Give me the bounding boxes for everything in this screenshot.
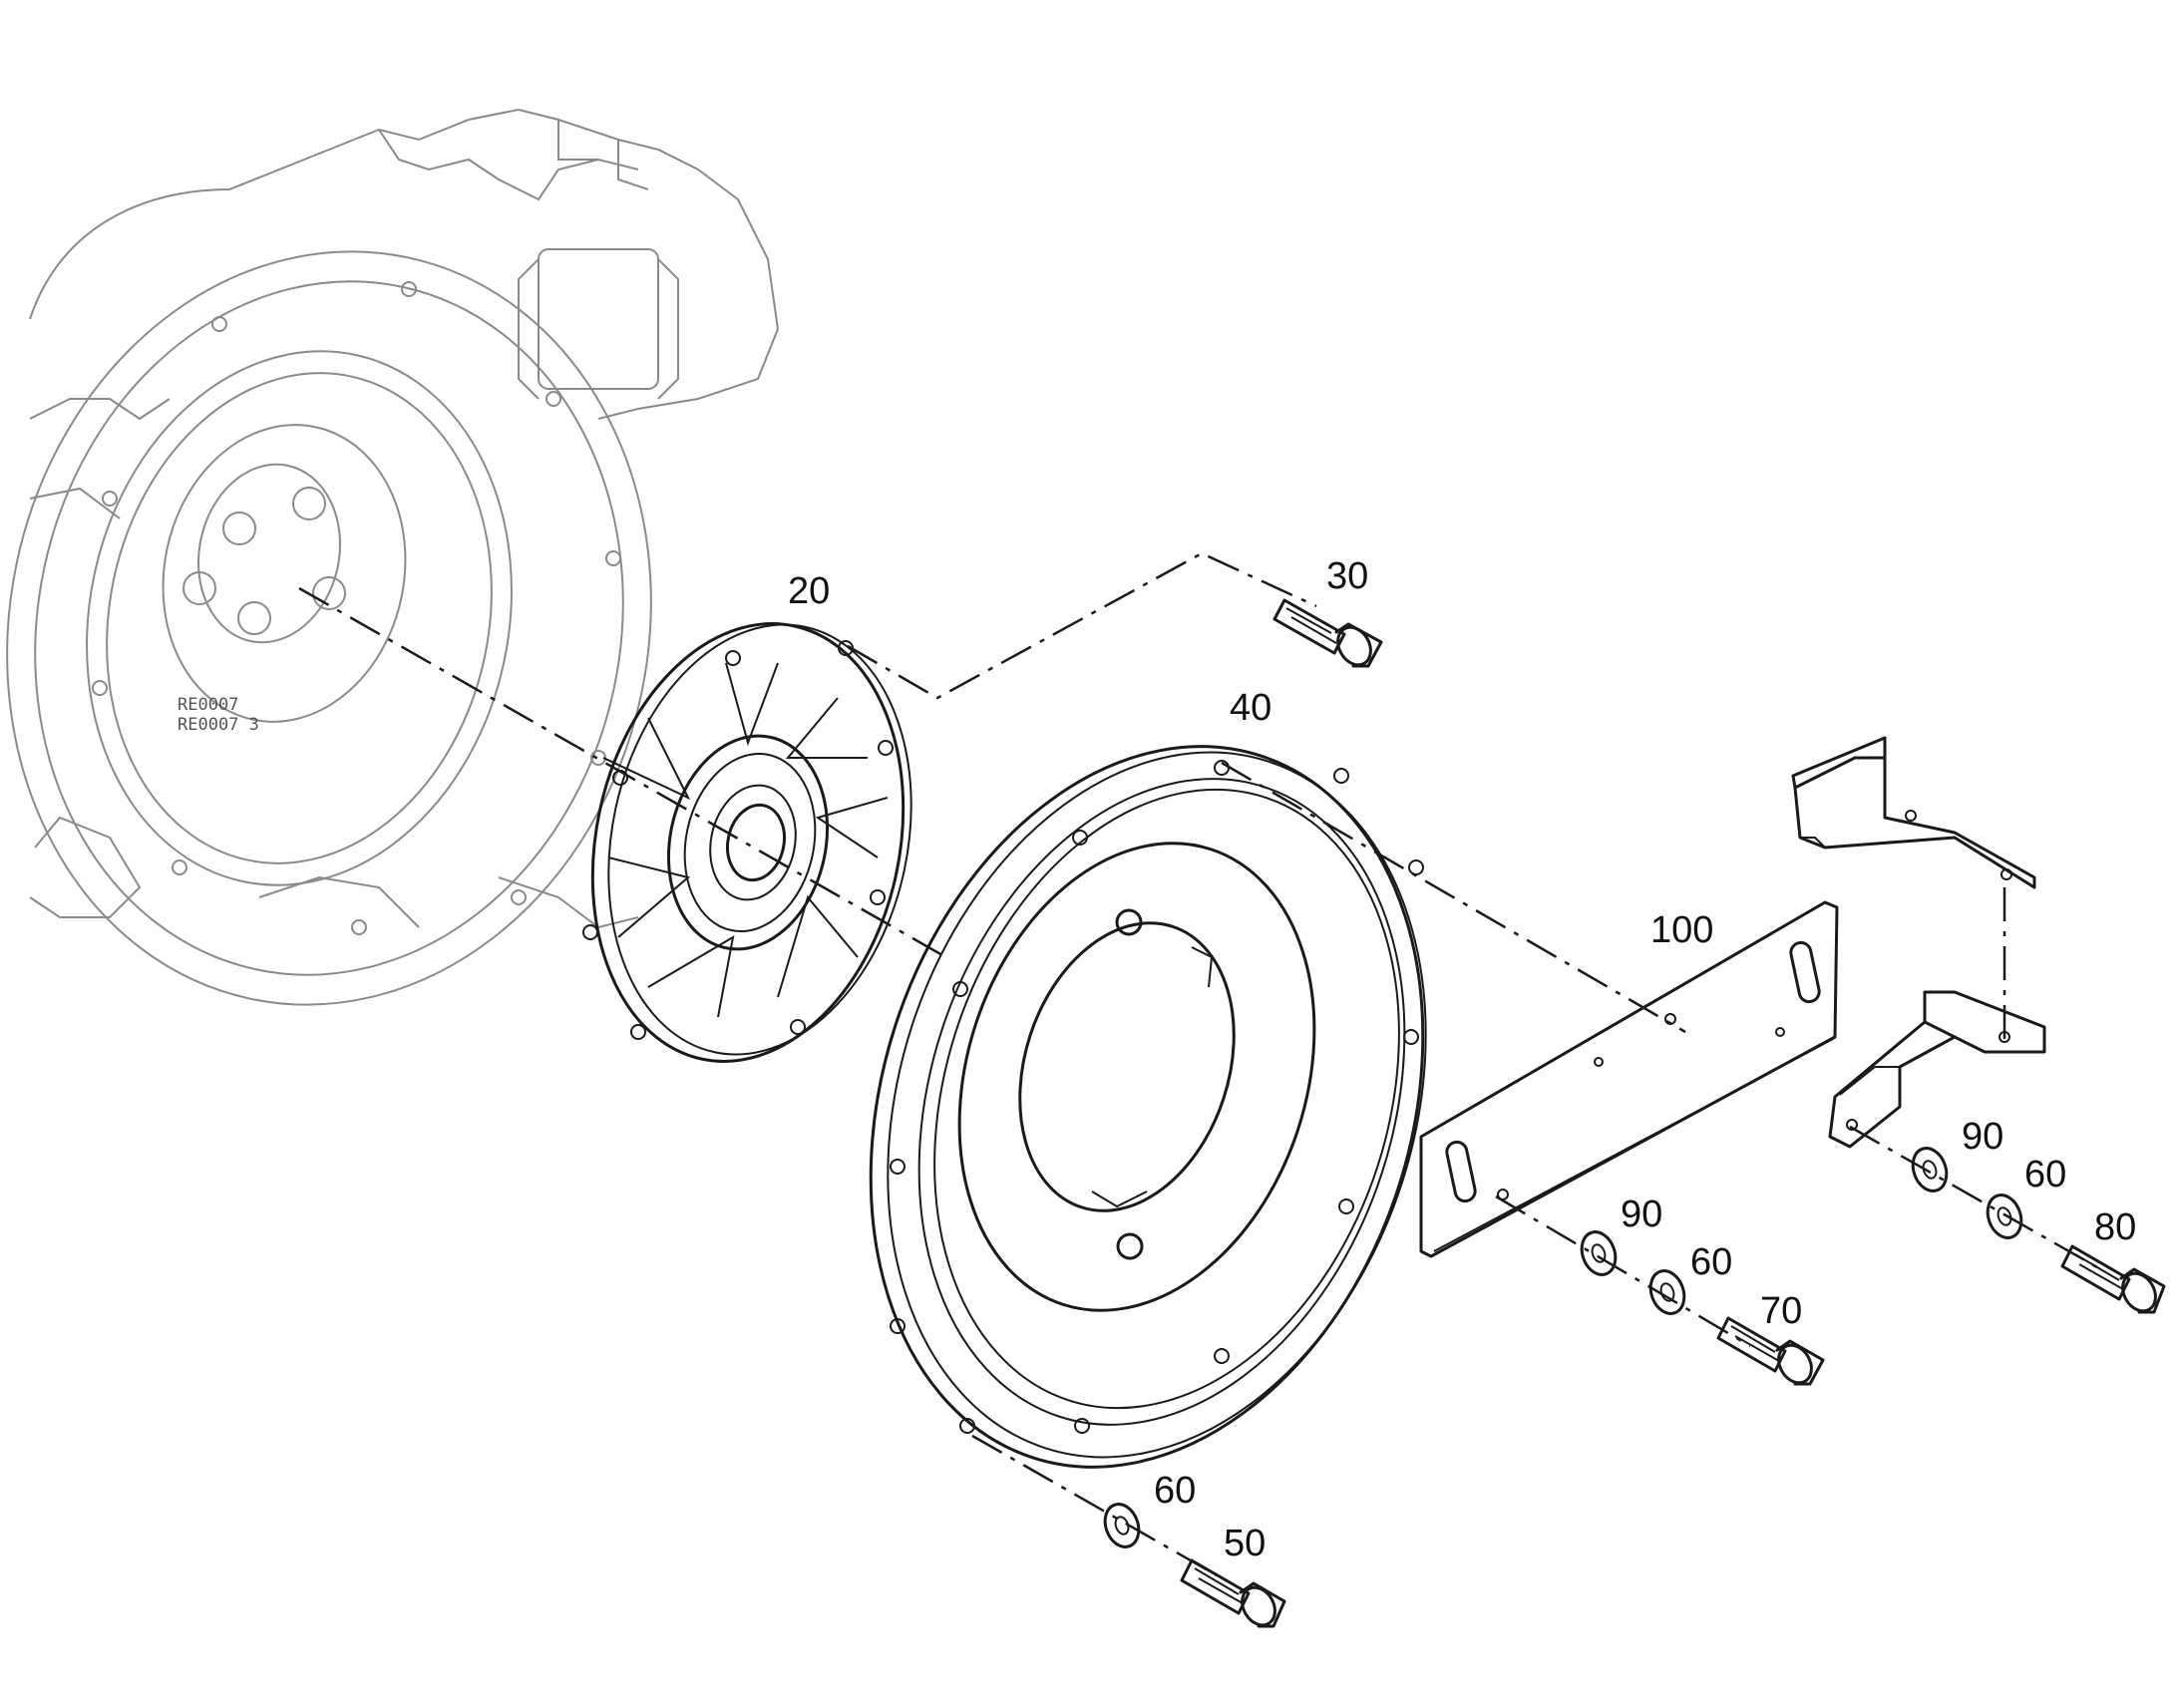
callout-90-center: 90	[1621, 1194, 1662, 1235]
part-70-cap-screw	[1716, 1316, 1825, 1386]
axis-plate-to-screw-70	[1495, 1195, 1751, 1348]
part-30-cap-screw	[1272, 598, 1383, 668]
part-90-washer-b	[1911, 1147, 1949, 1193]
housing-marking-2: RE0007 3	[178, 715, 259, 735]
part-20-coupling-disc	[582, 622, 912, 1063]
part-40-flange-plate	[869, 745, 1427, 1469]
axis-flange-to-screw-50	[971, 1434, 1218, 1577]
assembly-axis-lines	[298, 551, 2105, 1577]
axis-bracket-to-screw-80	[1849, 1125, 2105, 1273]
callout-60-right: 60	[2024, 1154, 2066, 1196]
axis-disc-to-screw-30	[847, 551, 1317, 700]
callout-80: 80	[2094, 1206, 2136, 1248]
part-60-washer-a	[1648, 1269, 1686, 1315]
callout-70: 70	[1760, 1290, 1802, 1332]
part-60-washer-c	[1103, 1503, 1141, 1548]
callout-60-bottom: 60	[1154, 1470, 1196, 1512]
part-100-support-plate	[1419, 900, 1839, 1258]
callout-50: 50	[1224, 1523, 1266, 1564]
angle-bracket-lower	[1828, 990, 2046, 1149]
part-90-washer-a	[1580, 1230, 1618, 1276]
callout-40: 40	[1230, 687, 1272, 729]
angle-bracket-upper	[1791, 736, 2036, 889]
callout-100: 100	[1650, 909, 1713, 951]
callout-labels: 20 30 40 100 90 60 80 90 60 70 60 50	[788, 555, 2136, 1564]
callout-60-center: 60	[1690, 1241, 1732, 1283]
axis-flange-to-bracket	[1221, 761, 1686, 1034]
part-50-cap-screw	[1180, 1558, 1286, 1628]
housing-marking-1: RE0007	[178, 695, 238, 715]
callout-20: 20	[788, 570, 830, 612]
part-80-cap-screw	[2060, 1244, 2166, 1314]
part-60-washer-b	[1986, 1194, 2023, 1239]
engine-flywheel-housing: RE0007 RE0007 3	[6, 108, 780, 1006]
callout-90-right: 90	[1962, 1116, 2003, 1158]
callout-30: 30	[1326, 555, 1368, 597]
